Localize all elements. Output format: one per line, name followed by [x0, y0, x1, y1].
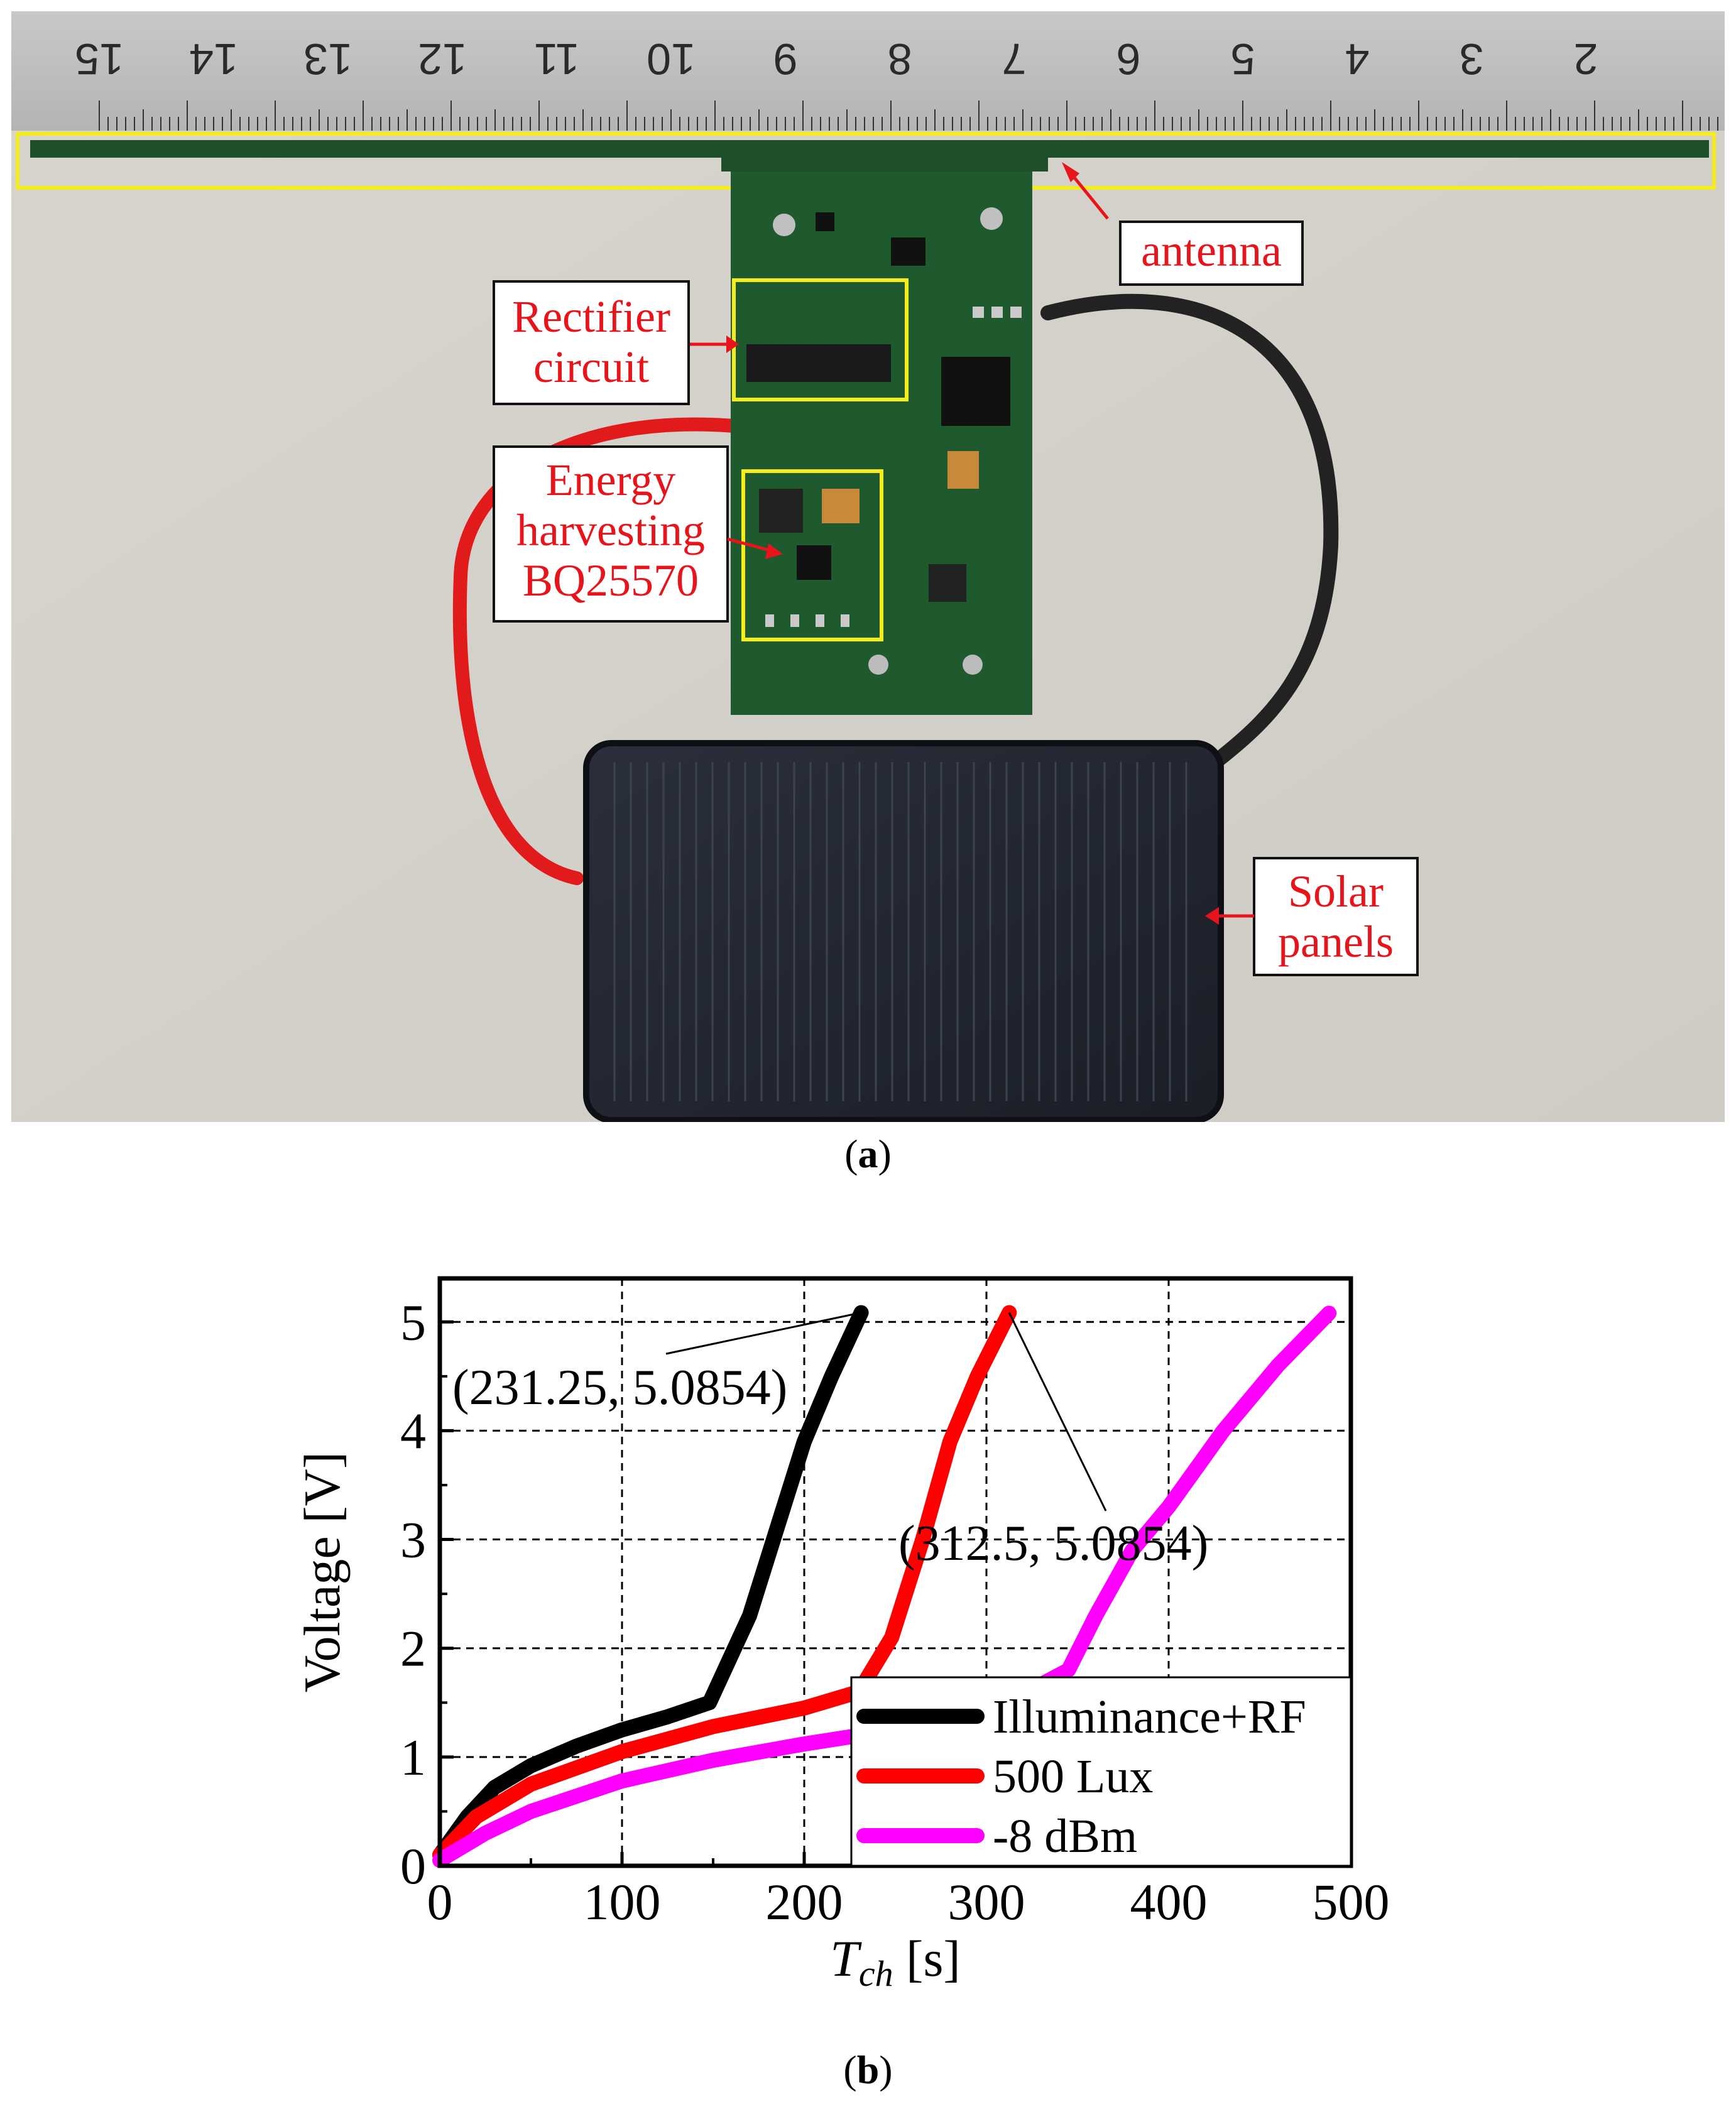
ruler-number: 12 — [418, 35, 467, 84]
legend: Illuminance+RF 500 Lux -8 dBm — [850, 1676, 1352, 1867]
mcu-chip — [941, 357, 1010, 426]
rectifier-highlight-box — [732, 278, 909, 401]
solar-label-line1: Solar — [1288, 866, 1384, 917]
callout-rectifier: Rectifier circuit — [493, 280, 739, 405]
ruler-number: 8 — [888, 35, 912, 84]
grid — [440, 1278, 1351, 1866]
callout-solar-panels: Solar panels — [1205, 857, 1419, 976]
callout-energy-harvesting: Energy harvesting BQ25570 — [493, 445, 783, 623]
solar-label-line2: panels — [1278, 917, 1394, 967]
legend-label: 500 Lux — [993, 1750, 1153, 1803]
ruler-number: 15 — [75, 35, 124, 84]
ruler-number: 3 — [1460, 35, 1484, 84]
red-wire — [452, 417, 741, 885]
energy-label-line1: Energy — [546, 455, 676, 505]
x-tick-label: 500 — [1313, 1873, 1390, 1930]
energy-label-line3: BQ25570 — [523, 555, 699, 606]
ruler-number: 2 — [1574, 35, 1598, 84]
series-line — [432, 1305, 1017, 1863]
ruler-number: 7 — [1002, 35, 1027, 84]
y-tick-label: 1 — [400, 1729, 426, 1786]
x-tick-label: 100 — [584, 1873, 661, 1930]
y-tick-label: 0 — [400, 1838, 426, 1895]
callout-antenna: antenna — [1062, 162, 1304, 286]
solar-panel — [583, 740, 1224, 1122]
x-tick-label: 400 — [1130, 1873, 1208, 1930]
energy-highlight-box — [741, 469, 883, 641]
legend-label: -8 dBm — [993, 1810, 1137, 1863]
chart-svg: (231.25, 5.0854) (312.5, 5.0854) 0 100 200 3… — [302, 1276, 1390, 1994]
y-tick-label: 2 — [400, 1620, 426, 1677]
ruler-number: 11 — [534, 35, 580, 84]
caption-a: (a) — [844, 1131, 892, 1176]
ruler-number: 14 — [189, 35, 238, 84]
ruler-number: 10 — [647, 35, 696, 84]
annotations: (231.25, 5.0854) (312.5, 5.0854) — [452, 1312, 1208, 1571]
y-tick-labels: 0 1 2 3 4 5 — [400, 1293, 426, 1895]
photo-panel: 15 14 13 12 11 10 9 8 7 6 5 4 3 2 — [11, 11, 1725, 1122]
caption-b: (b) — [843, 2047, 893, 2092]
rectifier-label-line1: Rectifier — [512, 291, 670, 342]
annotation-label: (231.25, 5.0854) — [452, 1360, 787, 1415]
x-axis-label-unit: [s] — [893, 1930, 961, 1987]
ruler-number: 13 — [303, 35, 352, 84]
y-tick-label: 3 — [400, 1511, 426, 1569]
ruler-number: 6 — [1116, 35, 1141, 84]
legend-label: Illuminance+RF — [993, 1691, 1306, 1743]
x-axis-label-sub: ch — [859, 1953, 893, 1994]
x-tick-labels: 0 100 200 300 400 500 — [427, 1873, 1390, 1930]
ruler-number: 4 — [1345, 35, 1370, 84]
energy-label-line2: harvesting — [516, 505, 705, 555]
ruler: 15 14 13 12 11 10 9 8 7 6 5 4 3 2 — [11, 11, 1725, 131]
series-line — [432, 1305, 869, 1863]
voltage-chart: (231.25, 5.0854) (312.5, 5.0854) 0 100 200 3… — [302, 1250, 1407, 2042]
ruler-number: 5 — [1231, 35, 1255, 84]
y-tick-label: 5 — [400, 1293, 426, 1351]
ruler-number: 9 — [773, 35, 798, 84]
x-tick-label: 300 — [948, 1873, 1025, 1930]
annotation-label: (312.5, 5.0854) — [898, 1516, 1208, 1571]
antenna-label: antenna — [1141, 226, 1282, 276]
device-photo: 15 14 13 12 11 10 9 8 7 6 5 4 3 2 — [11, 11, 1725, 1122]
rectifier-label-line2: circuit — [533, 342, 649, 392]
x-tick-label: 0 — [427, 1873, 453, 1930]
x-tick-label: 200 — [766, 1873, 843, 1930]
x-axis-label-main: T — [830, 1930, 862, 1987]
y-axis-label: Voltage [V] — [302, 1452, 351, 1692]
x-axis-label: Tch [s] — [830, 1930, 960, 1994]
antenna-trace — [30, 140, 1709, 172]
y-tick-label: 4 — [400, 1402, 426, 1459]
annotation-leader — [1008, 1312, 1107, 1511]
annotation-leader — [665, 1312, 861, 1355]
black-wire — [1040, 293, 1339, 773]
